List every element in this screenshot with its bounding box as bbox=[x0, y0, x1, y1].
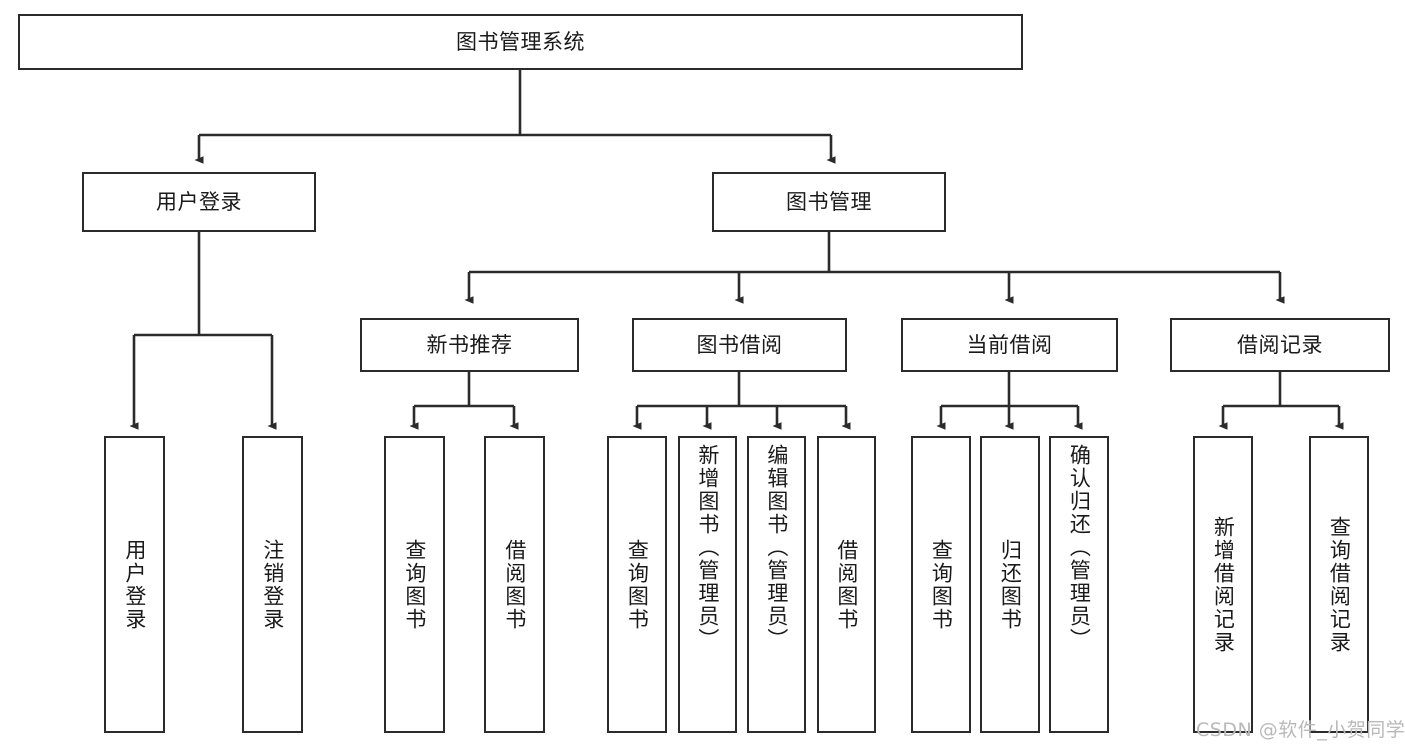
leaf-new-book-borrow[interactable]: 借阅图书 bbox=[484, 436, 545, 733]
leaf-current-borrow-confirm[interactable]: 确认归还（管理员） bbox=[1049, 436, 1109, 733]
leaf-user-login-logout-label: 注销登录 bbox=[260, 538, 285, 631]
node-new-book-recommend-label: 新书推荐 bbox=[426, 332, 513, 357]
leaf-current-borrow-query[interactable]: 查询图书 bbox=[911, 436, 971, 733]
leaf-user-login-login-label: 用户登录 bbox=[122, 538, 147, 631]
node-book-borrow[interactable]: 图书借阅 bbox=[632, 318, 847, 372]
leaf-current-borrow-return[interactable]: 归还图书 bbox=[980, 436, 1040, 733]
leaf-new-book-borrow-label: 借阅图书 bbox=[502, 538, 527, 631]
node-borrow-records-label: 借阅记录 bbox=[1237, 332, 1323, 357]
node-book-management[interactable]: 图书管理 bbox=[712, 172, 946, 232]
node-current-borrow[interactable]: 当前借阅 bbox=[901, 318, 1118, 372]
leaf-book-borrow-borrow[interactable]: 借阅图书 bbox=[817, 436, 876, 733]
node-user-login[interactable]: 用户登录 bbox=[82, 172, 316, 232]
leaf-current-borrow-confirm-label: 确认归还（管理员） bbox=[1067, 444, 1092, 651]
leaf-book-borrow-query-label: 查询图书 bbox=[625, 538, 650, 631]
leaf-borrow-records-add[interactable]: 新增借阅记录 bbox=[1193, 436, 1253, 733]
leaf-borrow-records-query[interactable]: 查询借阅记录 bbox=[1309, 436, 1369, 733]
node-book-management-label: 图书管理 bbox=[786, 189, 872, 214]
leaf-user-login-logout[interactable]: 注销登录 bbox=[242, 436, 303, 733]
node-new-book-recommend[interactable]: 新书推荐 bbox=[360, 318, 579, 372]
leaf-new-book-query-label: 查询图书 bbox=[402, 538, 427, 631]
leaf-new-book-query[interactable]: 查询图书 bbox=[384, 436, 445, 733]
leaf-current-borrow-return-label: 归还图书 bbox=[998, 538, 1023, 631]
leaf-book-borrow-query[interactable]: 查询图书 bbox=[607, 436, 667, 733]
leaf-book-borrow-edit[interactable]: 编辑图书（管理员） bbox=[747, 436, 806, 733]
node-root-label: 图书管理系统 bbox=[456, 29, 585, 54]
leaf-borrow-records-add-label: 新增借阅记录 bbox=[1211, 515, 1236, 654]
leaf-book-borrow-borrow-label: 借阅图书 bbox=[834, 538, 859, 631]
leaf-user-login-login[interactable]: 用户登录 bbox=[104, 436, 165, 733]
leaf-book-borrow-add[interactable]: 新增图书（管理员） bbox=[678, 436, 737, 733]
leaf-borrow-records-query-label: 查询借阅记录 bbox=[1327, 515, 1352, 654]
node-root[interactable]: 图书管理系统 bbox=[18, 14, 1023, 70]
node-book-borrow-label: 图书借阅 bbox=[696, 332, 783, 357]
leaf-book-borrow-edit-label: 编辑图书（管理员） bbox=[764, 444, 789, 651]
leaf-current-borrow-query-label: 查询图书 bbox=[929, 538, 954, 631]
node-user-login-label: 用户登录 bbox=[156, 189, 242, 214]
leaf-book-borrow-add-label: 新增图书（管理员） bbox=[695, 444, 720, 651]
node-borrow-records[interactable]: 借阅记录 bbox=[1170, 318, 1390, 372]
node-current-borrow-label: 当前借阅 bbox=[966, 332, 1053, 357]
